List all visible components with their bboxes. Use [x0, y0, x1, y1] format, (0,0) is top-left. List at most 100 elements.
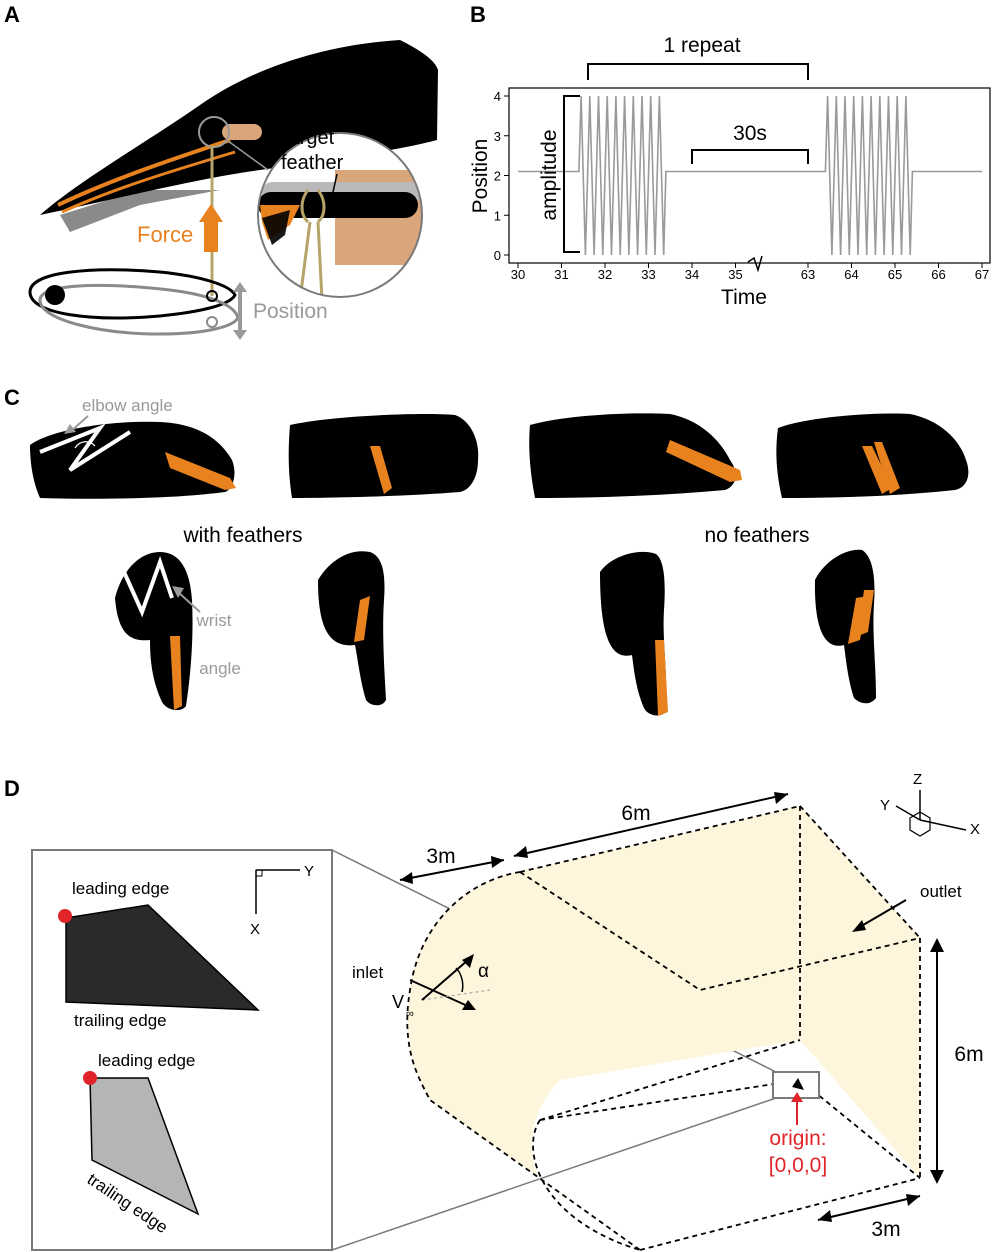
- y-tick-label: 0: [494, 248, 501, 263]
- wing-silhouette: [318, 551, 386, 706]
- arrow-head: [462, 1000, 476, 1010]
- target-feather-label-line1: target: [283, 127, 335, 149]
- wing-mesh-1: [65, 904, 260, 1011]
- wing-model-icon: [792, 1078, 804, 1090]
- x-tick-label: 65: [888, 267, 902, 282]
- axis-break-icon: [747, 255, 763, 273]
- x-tick-label: 33: [641, 267, 655, 282]
- amplitude-label: amplitude: [538, 129, 561, 220]
- panel-c: elbow angle with feathers no feathers wr…: [30, 396, 969, 716]
- v-inf-label: V: [392, 992, 404, 1012]
- leading-edge-marker-1: [58, 909, 72, 923]
- target-feather-pointer: [332, 173, 338, 193]
- elbow-angle-label: elbow angle: [82, 396, 173, 415]
- pivot-icon: [45, 285, 65, 305]
- position-arrow-head: [233, 282, 247, 292]
- x-tick-label: 31: [554, 267, 568, 282]
- interval-bracket: [691, 149, 809, 164]
- orange-feather-stroke: [57, 138, 231, 207]
- origin-label-line1: origin:: [769, 1127, 826, 1150]
- dim-6m-top-label: 6m: [621, 802, 650, 825]
- zoom-black-feather: [262, 210, 290, 245]
- x-tick-label: 63: [801, 267, 815, 282]
- panel-a: Force Position target feather tis: [28, 40, 438, 340]
- inner-bottom-back: [539, 1039, 801, 1121]
- zoom-connector: [227, 140, 269, 171]
- dim-3m-bottom-arrow: [817, 1195, 921, 1221]
- arrow-head: [852, 920, 866, 932]
- repeat-bracket: [587, 63, 809, 80]
- wing-silhouette: [529, 413, 736, 498]
- pointer-head: [64, 424, 76, 434]
- target-feather-label-line2: feather: [281, 152, 344, 174]
- wing-ventral-with-feathers-1: [115, 552, 193, 711]
- x-tick-label: 30: [511, 267, 525, 282]
- wing-silhouette: [288, 414, 479, 498]
- wing-with-feathers-2: [288, 414, 479, 498]
- inset-axis-x-label: X: [250, 921, 260, 938]
- x-tick-label: 35: [728, 267, 742, 282]
- orange-feather: [370, 446, 392, 494]
- wing-bones: [122, 555, 174, 618]
- arrow-head: [462, 954, 474, 968]
- panel-d: 6m 3m 6m 3m inlet outlet origin: [0,0,0]: [31, 771, 984, 1251]
- v-inf-subscript: ∞: [406, 1008, 414, 1020]
- wing-silhouette: [30, 421, 235, 499]
- wing-with-feathers-1: [30, 421, 236, 499]
- axis-x-label: X: [970, 821, 980, 838]
- dim-6m-top-arrow: [513, 793, 789, 857]
- panel-letter-d: D: [4, 776, 20, 801]
- position-label: Position: [253, 300, 328, 323]
- zoom-knot: [300, 189, 326, 224]
- linkage-joint: [206, 290, 218, 302]
- zoom-inset: [258, 133, 422, 297]
- outlet-top-edge: [799, 805, 921, 939]
- wrist-angle-label-line1: wrist: [196, 611, 232, 630]
- arrow-head: [791, 1092, 803, 1102]
- domain-outlet-face: [800, 806, 920, 1178]
- axis-z-label: Z: [913, 771, 922, 788]
- inset-frame: [31, 849, 333, 1251]
- origin-label-line2: [0,0,0]: [769, 1154, 827, 1177]
- wrist-angle-label-line2: angle: [199, 659, 241, 678]
- elbow-angle-arc: [74, 441, 96, 449]
- x-tick-label: 32: [598, 267, 612, 282]
- alpha-arc: [455, 967, 464, 993]
- leading-edge-label-1: leading edge: [72, 879, 169, 898]
- inlet-back-curve: [532, 1119, 641, 1251]
- leading-edge-marker-2: [83, 1071, 97, 1085]
- inset-axis-y-label: Y: [304, 863, 314, 880]
- inlet-front-edge: [406, 871, 641, 1251]
- wing-no-feathers-1: [529, 413, 742, 498]
- v-inf-arrow: [421, 959, 469, 1001]
- orange-feather: [862, 446, 892, 494]
- amplitude-bracket: [563, 95, 580, 253]
- outlet-pointer: [857, 899, 907, 929]
- y-tick-label: 3: [494, 129, 501, 144]
- arrow-head: [930, 1170, 944, 1184]
- force-label: Force: [137, 222, 193, 247]
- position-series-line: [518, 95, 982, 256]
- orange-feather: [170, 636, 182, 710]
- with-feathers-label: with feathers: [182, 524, 302, 547]
- x-tick-label: 66: [931, 267, 945, 282]
- arrow-head: [906, 1194, 920, 1206]
- panel-letter-a: A: [4, 2, 20, 27]
- arrow-head: [930, 938, 944, 952]
- axis-y-label: Y: [880, 797, 890, 814]
- no-feathers-label: no feathers: [704, 524, 809, 547]
- x-axis-label: Time: [721, 286, 767, 309]
- inset-2d-axes-icon: Y X: [250, 863, 314, 938]
- orange-feather: [858, 590, 874, 636]
- zoom-source-circle: [198, 116, 230, 148]
- arrow-head: [400, 872, 413, 884]
- repeat-label: 1 repeat: [663, 34, 740, 57]
- y-axis-label: Position: [469, 139, 492, 214]
- y-tick-label: 1: [494, 208, 501, 223]
- orange-feather: [666, 440, 742, 482]
- leading-edge-label-2: leading edge: [98, 1051, 195, 1070]
- position-arrow-head: [233, 330, 247, 340]
- arrow-head: [514, 846, 528, 858]
- wing-silhouette: [600, 551, 667, 716]
